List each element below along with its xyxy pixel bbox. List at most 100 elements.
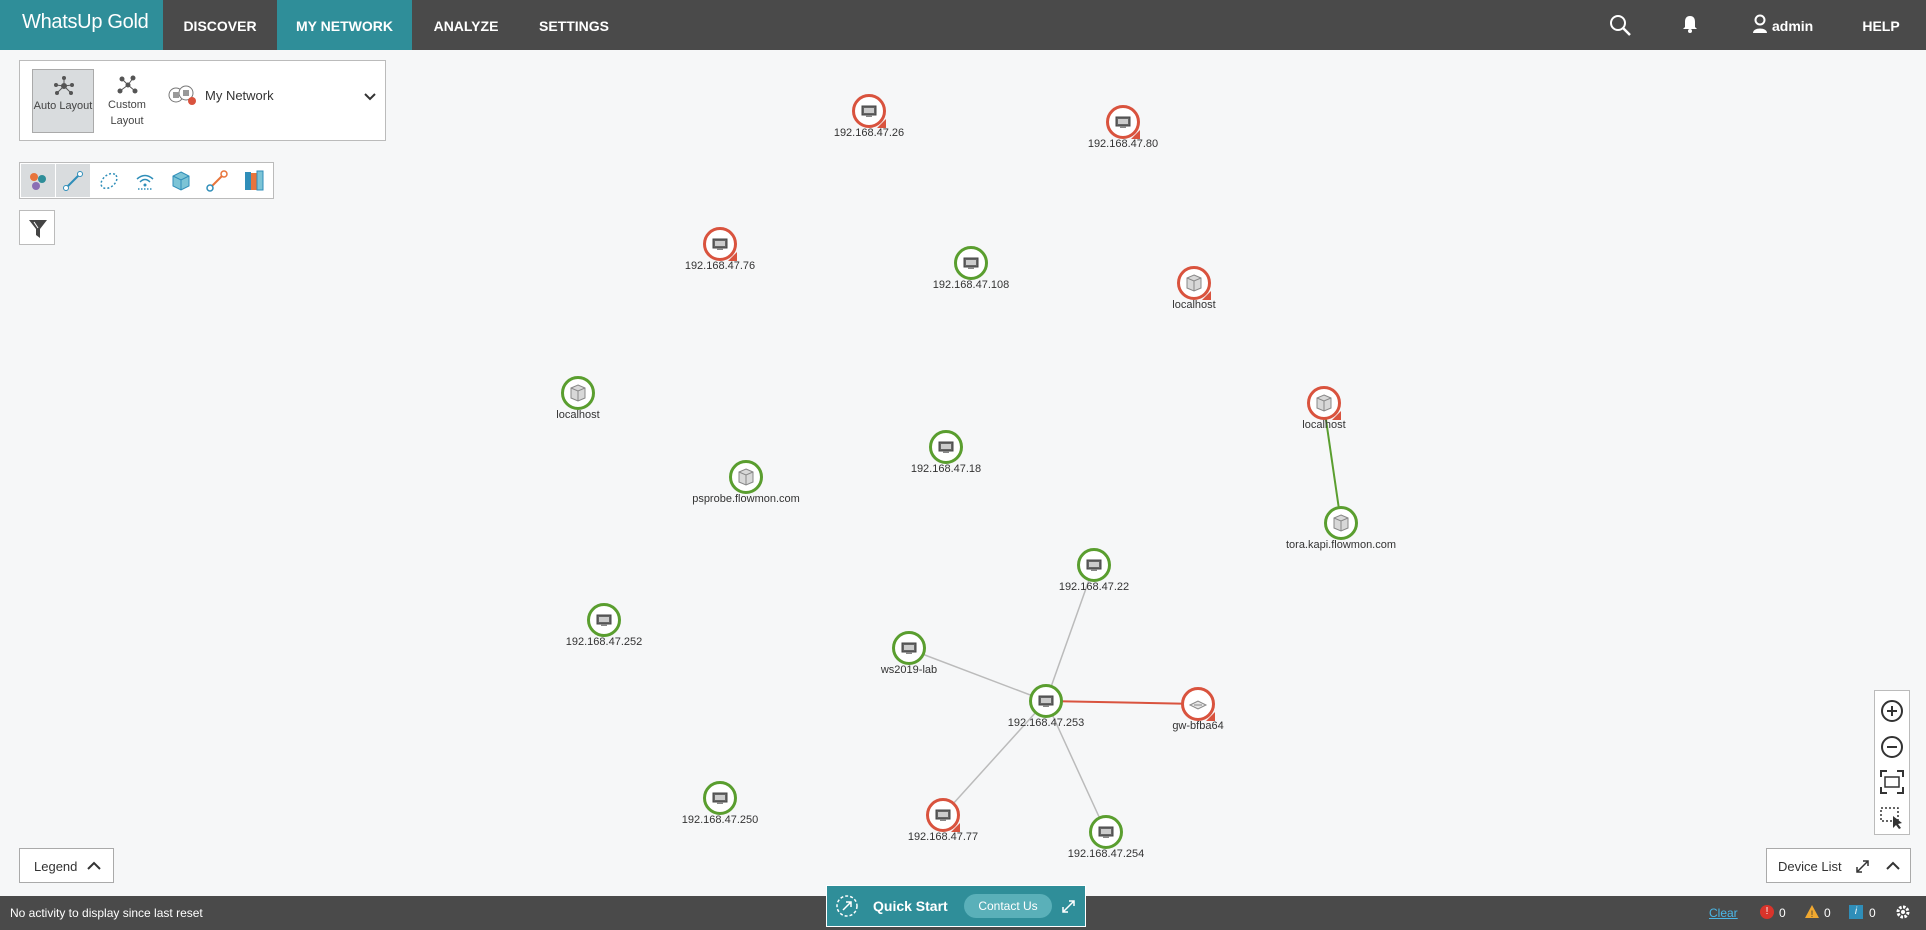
gear-icon[interactable] [1895, 904, 1911, 920]
down-status-flag [877, 119, 886, 128]
device-label[interactable]: 192.168.47.250 [681, 814, 759, 826]
device-label[interactable]: 192.168.47.76 [684, 260, 756, 272]
auto-layout-button[interactable]: Auto Layout [32, 69, 94, 133]
quick-start-icon [836, 895, 858, 917]
virtual-view-button[interactable] [92, 164, 126, 197]
brand-logo[interactable]: WhatsUp Gold [0, 0, 163, 50]
device-node[interactable] [1181, 687, 1215, 721]
error-icon[interactable]: ! [1760, 905, 1774, 919]
device-node[interactable] [929, 430, 963, 464]
nav-analyze[interactable]: ANALYZE [433, 18, 499, 34]
layers-view-button[interactable] [236, 164, 270, 197]
info-count: 0 [1869, 906, 1876, 920]
nav-help[interactable]: HELP [1862, 18, 1900, 34]
bell-icon[interactable] [1682, 15, 1698, 38]
wireless-icon [136, 174, 154, 190]
path-view-button[interactable] [200, 164, 234, 197]
server-icon [568, 383, 588, 408]
device-list-button[interactable]: Device List [1766, 848, 1911, 883]
legend-label: Legend [34, 859, 78, 874]
quick-start-panel[interactable]: Quick Start Contact Us [826, 885, 1086, 927]
user-icon[interactable] [1752, 14, 1768, 39]
error-count: 0 [1779, 906, 1786, 920]
quick-start-label: Quick Start [873, 898, 948, 914]
monitor-icon [710, 788, 730, 813]
expand-icon[interactable] [1061, 899, 1076, 914]
device-view-button[interactable] [21, 164, 55, 197]
device-node[interactable] [1106, 105, 1140, 139]
device-label[interactable]: ws2019-lab [880, 664, 938, 676]
device-label[interactable]: 192.168.47.108 [932, 279, 1010, 291]
network-group-select[interactable]: My Network [168, 83, 378, 111]
monitor-icon [710, 234, 730, 259]
select-area-button[interactable] [1879, 804, 1905, 830]
monitor-icon [1036, 691, 1056, 716]
device-node[interactable] [926, 798, 960, 832]
device-node[interactable] [561, 376, 595, 410]
device-node[interactable] [1177, 266, 1211, 300]
device-label[interactable]: 192.168.47.22 [1058, 581, 1130, 593]
devices-icon [30, 173, 46, 190]
device-label[interactable]: 192.168.47.80 [1087, 138, 1159, 150]
nav-settings[interactable]: SETTINGS [538, 18, 609, 34]
device-label[interactable]: 192.168.47.26 [833, 127, 905, 139]
user-name[interactable]: admin [1772, 18, 1814, 34]
custom-layout-button[interactable]: Custom Layout [96, 69, 158, 133]
down-status-flag [1202, 291, 1211, 300]
router-icon [1188, 694, 1208, 719]
legend-button[interactable]: Legend [19, 848, 114, 883]
server-icon [1184, 273, 1204, 298]
monitor-icon [859, 101, 879, 126]
device-label[interactable]: 192.168.47.252 [565, 636, 643, 648]
layers-icon [245, 170, 264, 191]
monitor-icon [1096, 822, 1116, 847]
device-node[interactable] [892, 631, 926, 665]
device-node[interactable] [852, 94, 886, 128]
device-node[interactable] [954, 246, 988, 280]
custom-layout-label: Custom Layout [108, 99, 146, 127]
device-node[interactable] [1307, 386, 1341, 420]
top-navigation-bar: WhatsUp Gold DISCOVER MY NETWORK ANALYZE… [0, 0, 1926, 50]
device-label[interactable]: 192.168.47.253 [1007, 717, 1085, 729]
device-node[interactable] [1324, 506, 1358, 540]
nav-discover[interactable]: DISCOVER [183, 18, 257, 34]
warning-icon[interactable]: ! [1804, 904, 1820, 919]
device-node[interactable] [729, 460, 763, 494]
monitor-icon [1084, 555, 1104, 580]
device-label[interactable]: localhost [1172, 299, 1216, 311]
clear-link[interactable]: Clear [1709, 906, 1738, 920]
monitor-icon [933, 805, 953, 830]
device-node[interactable] [1077, 548, 1111, 582]
device-label[interactable]: gw-bfba64 [1172, 720, 1224, 732]
device-label[interactable]: psprobe.flowmon.com [692, 493, 800, 505]
device-node[interactable] [1089, 815, 1123, 849]
fit-screen-icon [1880, 770, 1904, 794]
device-label[interactable]: localhost [1302, 419, 1346, 431]
filter-button[interactable] [19, 210, 55, 245]
info-icon[interactable]: i [1849, 905, 1863, 919]
zoom-in-button[interactable] [1879, 698, 1905, 724]
device-node[interactable] [703, 227, 737, 261]
device-node[interactable] [587, 603, 621, 637]
chevron-up-icon[interactable] [1886, 861, 1900, 870]
device-label[interactable]: localhost [556, 409, 600, 421]
network-map[interactable] [0, 50, 1926, 896]
expand-icon[interactable] [1855, 859, 1870, 874]
wireless-view-button[interactable] [128, 164, 162, 197]
zoom-out-button[interactable] [1879, 734, 1905, 760]
links-view-button[interactable] [56, 164, 90, 197]
device-node[interactable] [1029, 684, 1063, 718]
nav-my-network[interactable]: MY NETWORK [277, 0, 412, 50]
device-label[interactable]: 192.168.47.18 [910, 463, 982, 475]
device-label[interactable]: tora.kapi.flowmon.com [1285, 539, 1397, 551]
device-label[interactable]: 192.168.47.254 [1067, 848, 1145, 860]
fit-to-screen-button[interactable] [1879, 769, 1905, 795]
monitor-icon [899, 638, 919, 663]
cloud-view-button[interactable] [164, 164, 198, 197]
device-label[interactable]: 192.168.47.77 [907, 831, 979, 843]
link-icon [63, 171, 83, 191]
search-icon[interactable] [1608, 13, 1632, 42]
device-node[interactable] [703, 781, 737, 815]
contact-us-button[interactable]: Contact Us [964, 894, 1052, 918]
network-group-name: My Network [205, 88, 274, 103]
